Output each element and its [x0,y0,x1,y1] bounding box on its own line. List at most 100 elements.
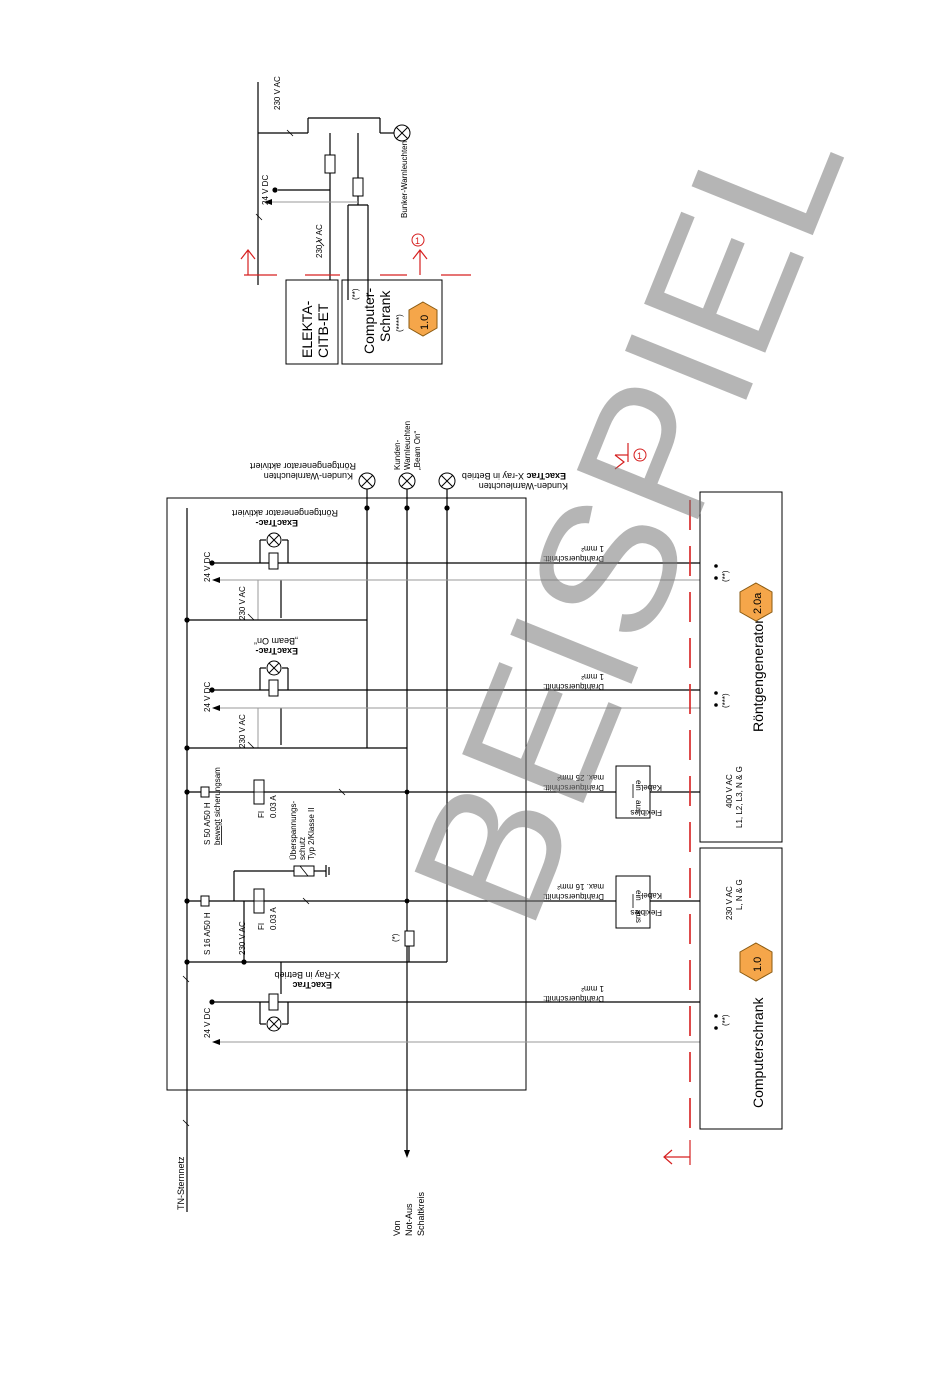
group2-label-2: Warnleuchten [403,421,412,470]
group1-label-2: Röntgengenerator aktiviert [249,461,356,471]
s4-breaker: S 16 A/50 H [203,912,212,955]
relay-s5 [268,993,279,1011]
bunker-warning-lamp [393,124,411,142]
computerschrank-note: (**) [721,1014,730,1026]
lamp-s2 [266,660,282,676]
cable1-b: Drahtquerschnitt: [543,554,604,563]
cable4-b: Drahtquerschnitt: [543,892,604,901]
relay-coil-top-1 [324,154,336,174]
lamp-s1 [266,532,282,548]
switch2-aus: aus [634,910,643,923]
computerschrank-supply-2: L, N & G [735,879,744,910]
s5-24vdc: 24 V DC [203,1008,212,1038]
breaker-s3 [200,786,210,798]
elekta-label-1: ELEKTA- [299,300,315,358]
cable-labels: 1 mm² Drahtquerschnitt: 1 mm² Drahtquers… [543,544,662,1003]
cabinet-frame [166,497,527,1091]
roentgen-note-b: (***) [721,693,730,708]
lamp-roentgen-active [358,472,376,490]
s3-fi-a: 0.03 A [269,795,278,818]
bottom-labels: TN-Sternnetz Von Not-Aus Schaltkreis [176,1150,426,1236]
hex-badge-top-label: 1.0 [419,315,431,330]
computerschrank-badge-label: 1.0 [752,957,764,972]
s4-230vac: 230 V AC [238,921,247,955]
roentgen-title: Röntgengenerator [750,619,766,732]
label-24vdc-top: 24 V DC [261,175,270,205]
cable3-a: max. 25 mm² [557,773,604,782]
switch1-aus: aus [634,800,643,813]
computerschrank-title: Computerschrank [750,997,766,1108]
cable5-a: 1 mm² [581,984,604,993]
elekta-citb-box [285,279,339,365]
flex2-a: Flexibles [630,908,662,917]
elekta-label-2: CITB-ET [315,303,331,358]
group3-label-2: ExacTrac X-ray in Betrieb [462,471,566,481]
cable2-a: 1 mm² [581,672,604,681]
exactrac-cabinet: ExacTrac- Röntgengenerator aktiviert 24 … [166,497,720,1212]
label-230vac-top: 230 V AC [273,76,282,110]
von-label-2: Not-Aus [404,1203,414,1236]
s5-bold: ExacTrac [292,980,332,990]
group2-label-1: Kunden- [393,439,402,470]
lamp-beam-on [398,472,416,490]
computerschrank-hex-badge [739,942,773,982]
s2-text: „Beam On“ [254,636,298,646]
flex2-b: Kabel [641,891,662,900]
roentgen-note-a: (**) [721,570,730,582]
ref-circle-lamps-label: 1 [637,451,642,461]
breaker-s4 [200,895,210,907]
top-wiring-block: 230 V AC 24 V DC 230 V AC Bunker-Warnleu… [240,76,471,365]
label-bunker-lamps: Bunker-Warnleuchten [400,141,409,218]
s2-bold: ExacTrac- [255,646,298,656]
relay-s4 [404,930,415,947]
von-label-1: Von [392,1220,402,1236]
s4-fi: FI [257,923,266,930]
roentgen-supply-2: L1, L2, L3, N & G [735,766,744,828]
flex1-a: Flexibles [630,808,662,817]
group2-label-3: „Beam On“ [413,431,422,470]
s3-breaker-b: bewegt sicherungsam [213,767,222,845]
computerschrank-supply-1: 230 V AC [725,886,734,920]
computer-cabinet-box: Computerschrank 1.0 (**) 230 V AC L, N &… [699,847,783,1130]
cable3-b: Drahtquerschnitt: [543,783,604,792]
ref-circle-top [411,233,425,247]
cable1-a: 1 mm² [581,544,604,553]
s1-24vdc: 24 V DC [203,552,212,582]
s2-230vac: 230 V AC [238,714,247,748]
switch1-ein: ein [634,780,643,791]
lamp-xray-in-operation [438,472,456,490]
surge-label-2: schutz [298,837,307,860]
flex1-b: Kabel [641,783,662,792]
watermark-beispiel: BEISPIEL [371,88,884,951]
cable2-b: Drahtquerschnitt: [543,682,604,691]
group3-label-1: Kunden-Warnleuchten [479,481,568,491]
s5-text: X-Ray in Betrieb [274,970,340,980]
s1-bold: ExacTrac- [255,518,298,528]
surge-label-1: Überspannungs- [289,801,298,860]
von-label-3: Schaltkreis [416,1191,426,1236]
computer-note-a: (**) [351,288,360,300]
group1-label-1: Kunden-Warnleuchten [264,471,353,481]
ref-circle-top-label: 1 [415,236,420,246]
tn-network-label: TN-Sternnetz [176,1156,186,1210]
computer-label-1: Computer- [361,288,377,354]
roentgen-generator-box: Röntgengenerator 2.0a (**) (***) 400 V A… [699,491,783,843]
label-230vac-top-2: 230 V AC [315,224,324,258]
cable5-b: Drahtquerschnitt: [543,994,604,1003]
roentgen-supply-1: 400 V AC [725,774,734,808]
s4-fi-a: 0.03 A [269,907,278,930]
s3-breaker: S 50 A/50 H [203,802,212,845]
s3-fi: FI [257,811,266,818]
surge-label-3: Typ 2/Klasse II [307,808,316,860]
cable4-a: max. 16 mm² [557,882,604,891]
s1-text: Röntgengenerator aktiviert [231,508,338,518]
s2-24vdc: 24 V DC [203,682,212,712]
ref-circle-lamps [633,448,647,462]
switch2-ein: ein [634,890,643,901]
computer-note-b: (****) [395,314,404,332]
s1-230vac: 230 V AC [238,586,247,620]
computer-label-2: Schrank [377,290,393,342]
relay-coil-top-2 [352,177,364,197]
hex-badge-top [408,301,438,337]
